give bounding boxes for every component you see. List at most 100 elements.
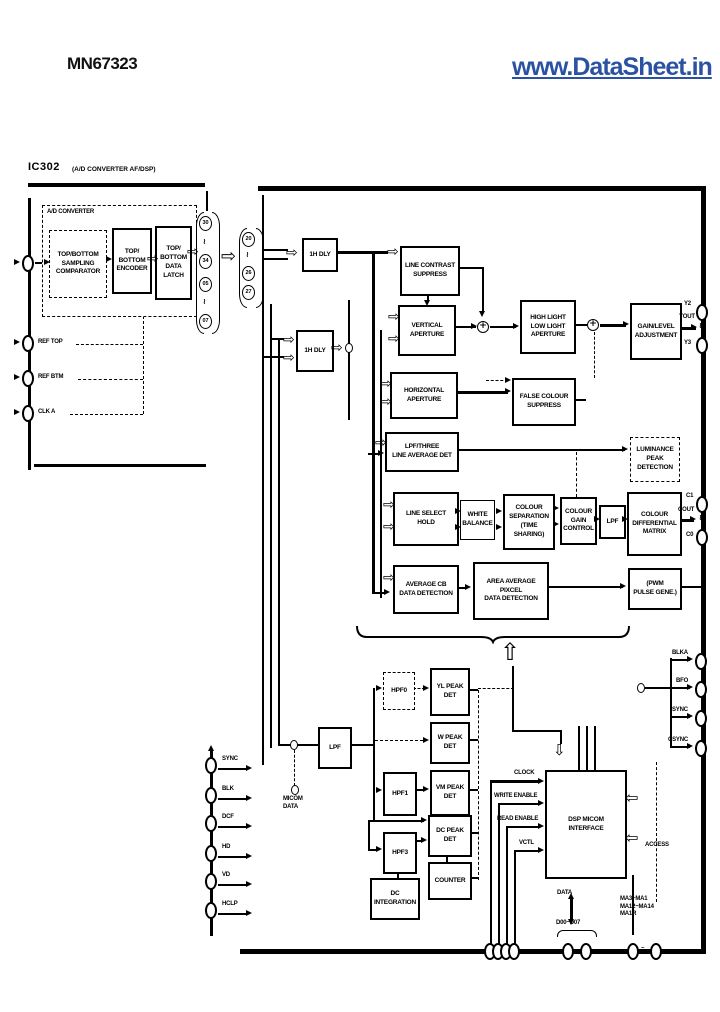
arrow [246,765,252,771]
pin-number: 20 [242,232,255,247]
wire [506,826,508,950]
block-luminance-peak: LUMINANCE PEAK DETECTION [630,437,680,482]
signal-ma-bus: MA3~MA1 MA12~MA14 MA1R [620,896,654,917]
pin-label-blka: BLKA [672,650,688,656]
block-vertical-aperture: VERTICAL APERTURE [398,305,456,356]
block-dc-peak-det: DC PEAK DET [428,815,472,857]
wire [678,586,703,588]
arrow [568,919,574,925]
wire [672,746,690,748]
wire [570,898,573,920]
pin-label-bfo: BFO [676,678,689,684]
dashed-wire [478,688,514,689]
wire [578,726,580,770]
block-line-select: LINE SELECT HOLD [393,492,459,546]
wire [368,453,378,455]
block-encoder: TOP/ BOTTOM ENCODER [112,228,152,294]
arrow [376,685,382,691]
junction-node [345,343,353,353]
pin-number: 30 [199,216,212,231]
frame-bottom [240,949,706,954]
fat-arrow-right: ⇨ [383,497,395,513]
pin-dcf [205,815,217,832]
arrow [505,377,511,383]
signal-read-enable: READ ENABLE [497,816,539,822]
arrow [246,795,252,801]
wire [368,820,424,822]
fat-arrow-right: ⇨ [383,519,395,535]
signal-access: ACCESS [645,842,669,848]
wire [35,262,47,264]
fat-arrow-right: ⇨ [387,244,399,260]
fat-arrow-right: ⇨ [388,331,400,347]
block-dc-integration: DC INTEGRATION [370,878,420,920]
frame-right [701,186,706,954]
signal-data-bus: D00~D07 [556,920,581,926]
wire [270,338,284,340]
arrow [378,450,384,456]
pin-label-sync-bottom: SYNC [222,756,238,762]
pin-label-ref-btm: REF BTM [38,374,64,380]
pin-number: 27 [242,285,255,300]
arrow [623,321,629,327]
pin-data-first [562,943,574,960]
pin-label-vd: VD [222,872,230,878]
wire [454,391,508,394]
wire [218,913,248,915]
wire [455,449,625,451]
fat-arrow-right: ⇨ [283,350,295,366]
pin-label-clk-a: CLK A [38,409,56,415]
arrow [479,311,485,317]
sum-junction: + [477,321,489,333]
arrow [538,847,544,853]
fat-arrow-right: ⇨ [286,245,298,261]
block-high-low-aperture: HIGH LIGHT LOW LIGHT APERTURE [520,300,576,354]
part-number: MN67323 [67,54,138,73]
block-counter: COUNTER [428,862,472,900]
arrow [622,446,628,452]
pin-label-hd: HD [222,844,231,850]
block-colour-gain: COLOUR GAIN CONTROL [560,497,597,545]
pin-number: 05 [199,277,212,292]
ic-label: IC302 [28,161,60,173]
arrow [208,745,214,751]
pin-vd [205,873,217,890]
dashed-wire [143,316,144,414]
wire [348,744,374,746]
arrow [423,685,429,691]
block-line-contrast: LINE CONTRAST SUPPRESS [400,246,460,296]
junction-node [290,740,298,750]
wire [466,739,478,741]
dashed-wire [70,414,143,415]
fat-arrow-right: ⇨ [221,246,237,267]
pin-y3 [696,337,708,354]
arrow [246,823,252,829]
arrow [14,339,20,345]
arrow [496,524,502,530]
pin-number: 07 [199,314,212,329]
block-w-peak-det: W PEAK DET [430,722,470,764]
pin-data-last [580,943,592,960]
arrow [622,516,628,522]
arrow [455,524,461,530]
range-tilde: ~ [641,946,645,952]
fat-arrow-right: ⇨ [147,251,159,267]
pin-blka [695,653,707,670]
fat-arrow-right: ⇨ [331,340,343,356]
arrow [691,324,697,330]
title-rule [28,183,205,187]
block-area-average: AREA AVERAGE PIXCEL DATA DETECTION [473,562,549,620]
pin-label-csync: CSYNC [668,737,689,743]
dashed-wire [594,332,595,378]
watermark-link[interactable]: www.DataSheet.in [512,53,713,81]
signal-data: DATA [557,890,572,896]
wire [490,326,516,328]
pin-clk-a [22,405,34,422]
signal-vctl: VCTL [519,840,534,846]
pin-label-ref-top: REF TOP [38,339,63,345]
dashed-wire [78,379,143,380]
wire [545,586,623,588]
pin-label-blk: BLK [222,786,234,792]
wire [512,730,562,732]
block-1h-dly-2: 1H DLY [296,330,334,372]
